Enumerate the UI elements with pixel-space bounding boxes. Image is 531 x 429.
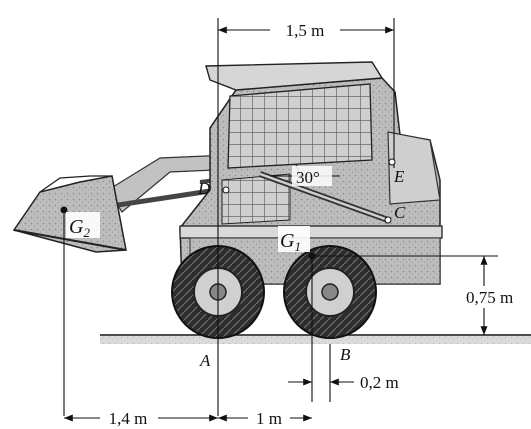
dimension-bottom-spans: 1,4 m 1 m xyxy=(64,409,312,428)
angle-label: 30° xyxy=(296,168,320,187)
label-e: E xyxy=(393,167,405,186)
dim-label-mid-span: 1 m xyxy=(256,409,282,428)
point-labels: G2 G1 A B C D E xyxy=(66,167,406,370)
dim-label-left-span: 1,4 m xyxy=(109,409,148,428)
label-g2: G2 xyxy=(69,216,90,240)
dim-label-height: 0,75 m xyxy=(466,288,513,307)
dimension-top-span: 1,5 m xyxy=(218,21,394,40)
point-g1 xyxy=(308,252,316,260)
dimension-height: 0,75 m xyxy=(464,256,526,336)
points xyxy=(60,158,396,260)
label-d: D xyxy=(197,179,211,198)
angle-indicator: 30° xyxy=(270,164,340,187)
point-d xyxy=(222,186,230,194)
rear-wheel xyxy=(283,245,377,339)
dim-label-offset-b: 0,2 m xyxy=(360,373,399,392)
label-b: B xyxy=(340,345,351,364)
point-e xyxy=(388,158,396,166)
dimension-offset-b: 0,2 m xyxy=(288,373,399,392)
label-a: A xyxy=(199,351,211,370)
dim-label-top-span: 1,5 m xyxy=(286,21,325,40)
label-g1: G1 xyxy=(280,230,301,254)
reference-lines xyxy=(63,18,498,416)
label-c: C xyxy=(394,203,406,222)
point-c xyxy=(384,216,392,224)
loader-body xyxy=(179,61,443,285)
point-g2 xyxy=(60,206,68,214)
